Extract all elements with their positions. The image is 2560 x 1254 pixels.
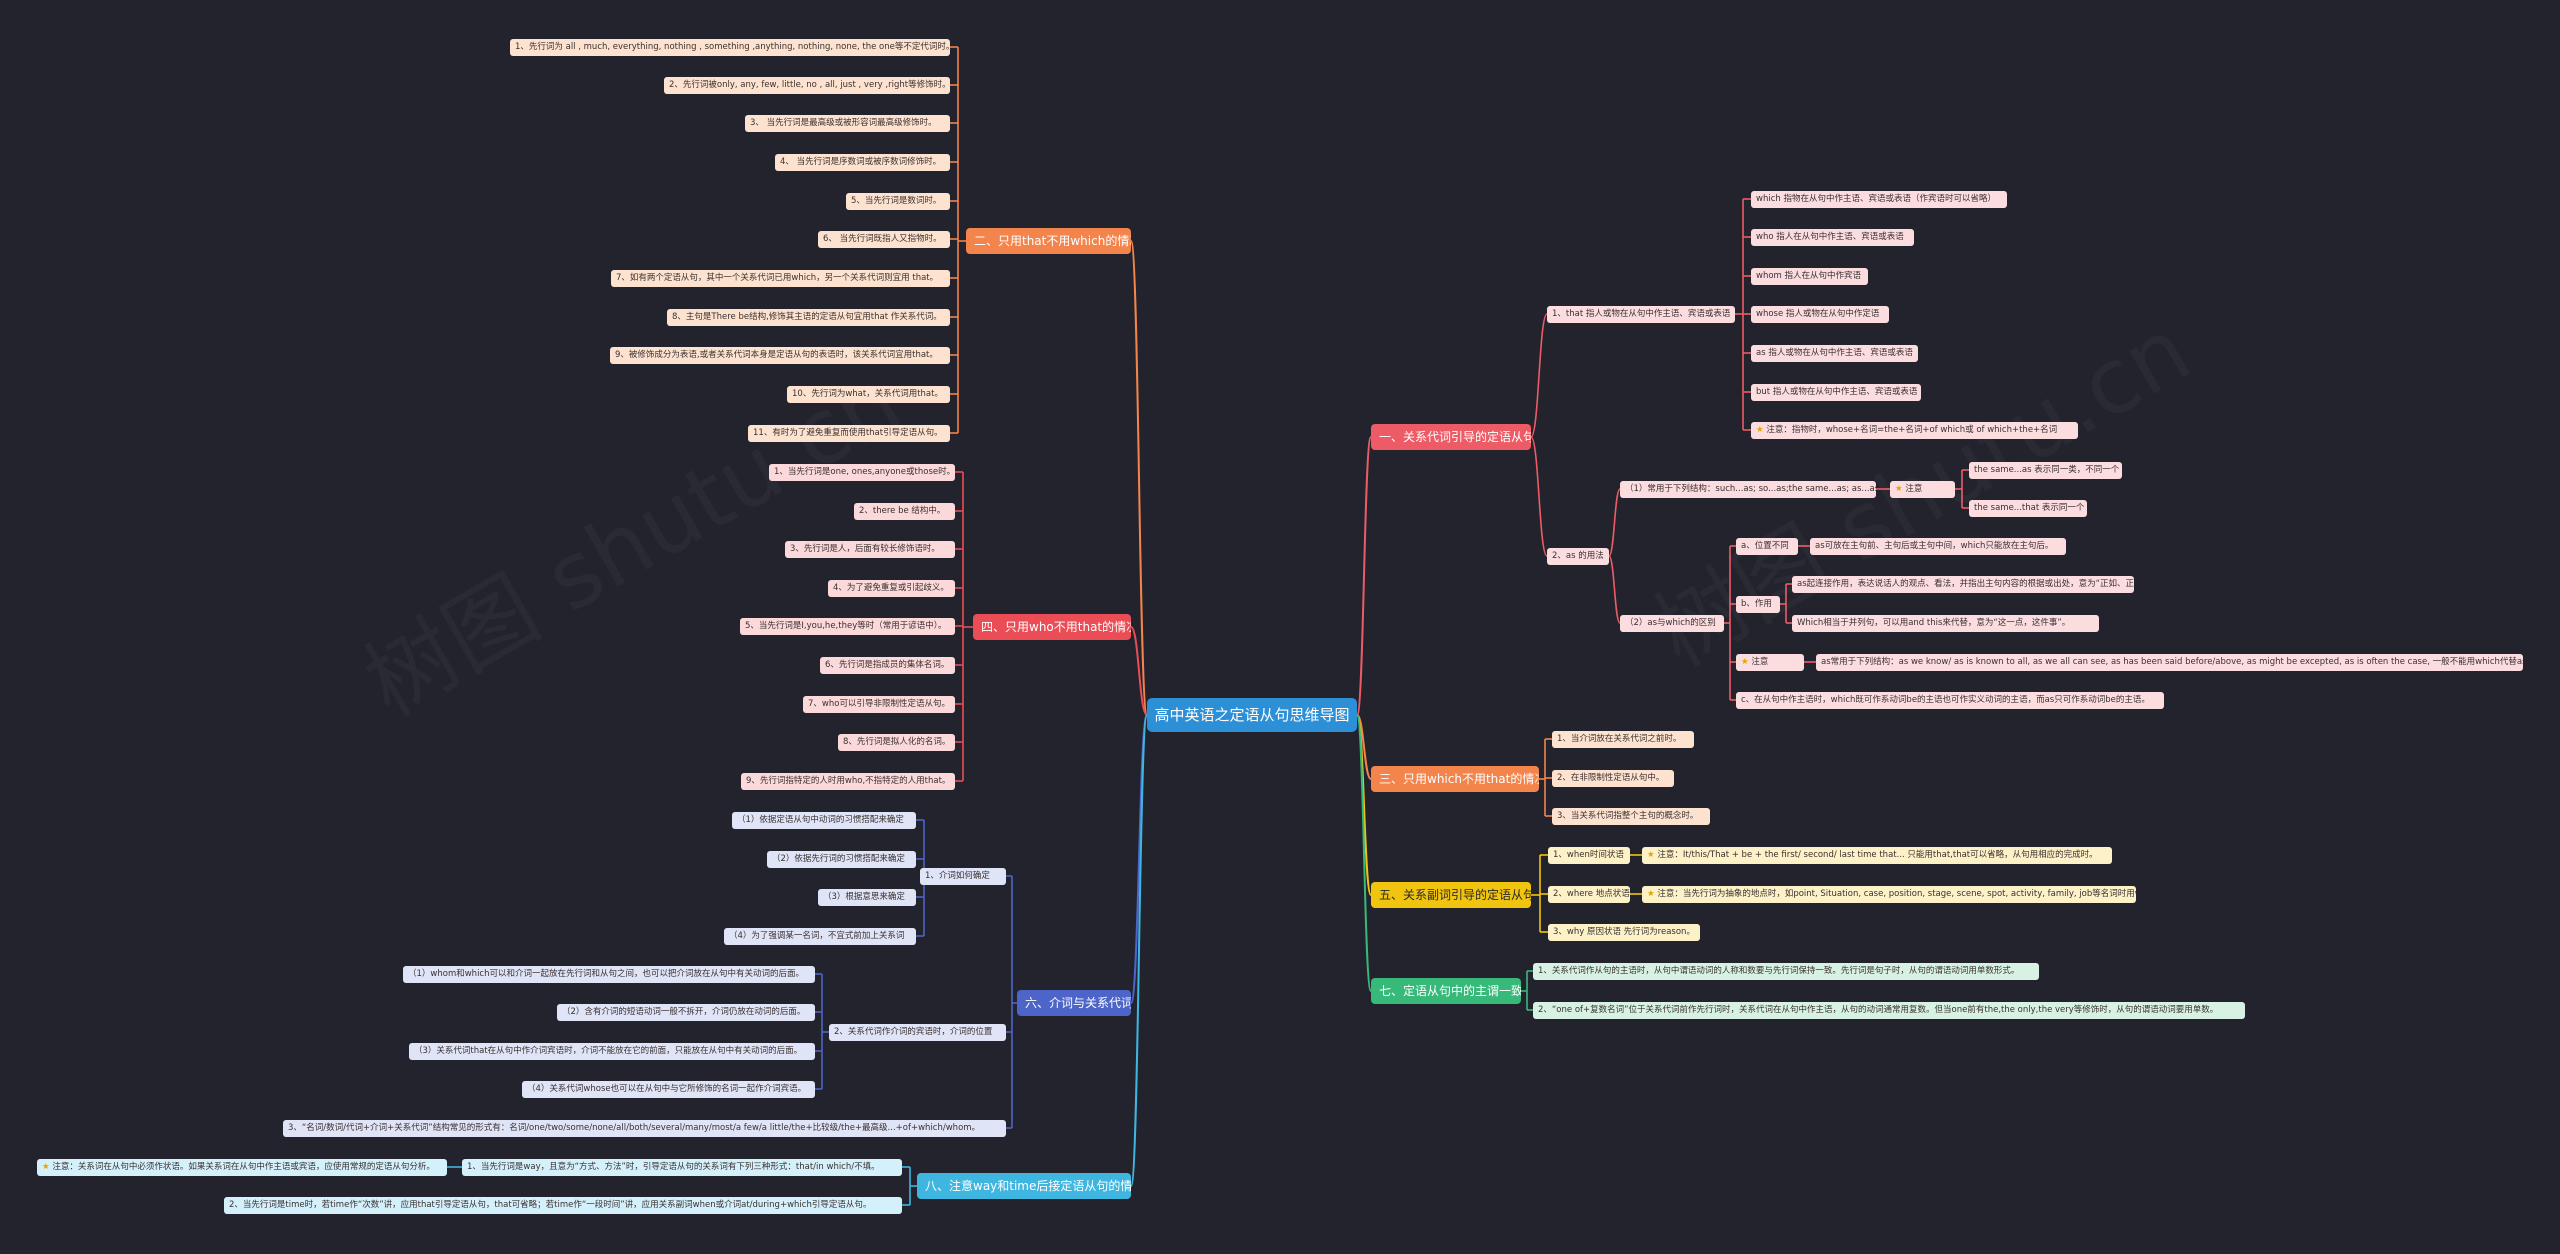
b6-g2-item[interactable]: （3）关系代词that在从句中作介词宾语时，介词不能放在它的前面，只能放在从句中… [409,1043,815,1060]
star-icon: ★ [42,1162,50,1172]
b1-s1-note-text: 注意：指物时，whose+名词=the+名词+of which或 of whic… [1766,425,2058,435]
b1-s2-p1[interactable]: （1）常用于下列结构：such...as; so...as;the same..… [1620,481,1876,498]
b1-s2-p1-item[interactable]: the same...that 表示同一个 [1969,500,2087,517]
branch-4-who-not-that[interactable]: 四、只用who不用that的情况 [973,614,1131,640]
b4-item[interactable]: 1、当先行词是one, ones,anyone或those时。 [769,464,955,481]
connector-line [1130,714,1148,1187]
b2-item[interactable]: 6、 当先行词既指人又指物时。 [818,231,950,248]
connector-line [1130,240,1148,716]
b1-s1[interactable]: 1、that 指人或物在从句中作主语、宾语或表语 [1547,306,1735,323]
b1-s1-item[interactable]: but 指人或物在从句中作主语、宾语或表语 [1751,384,1921,401]
star-icon: ★ [1647,850,1655,860]
branch-3-which-not-that[interactable]: 三、只用which不用that的情况 [1371,766,1539,792]
b1-s2-p2-note-text[interactable]: as常用于下列结构：as we know/ as is known to all… [1816,654,2523,671]
star-icon: ★ [1647,889,1655,899]
b1-s1-item[interactable]: which 指物在从句中作主语、宾语或表语（作宾语时可以省略） [1751,191,2007,208]
b5-item-why[interactable]: 3、why 原因状语 先行词为reason。 [1548,924,1700,941]
branch-8-way-time[interactable]: 八、注意way和time后接定语从句的情况 [917,1173,1131,1199]
connector-line [1356,714,1372,992]
b5-note-when-text: 注意：It/this/That + be + the first/ second… [1657,850,2098,860]
b1-s1-item[interactable]: who 指人在从句中作主语、宾语或表语 [1751,229,1914,246]
b6-group1[interactable]: 1、介词如何确定 [920,868,1006,885]
b4-item[interactable]: 4、为了避免重复或引起歧义。 [828,580,955,597]
root-topic[interactable]: 高中英语之定语从句思维导图 [1147,698,1357,732]
b1-s2-p2-b-item[interactable]: as起连接作用，表达说话人的观点、看法，并指出主句内容的根据或出处，意为“正如、… [1792,576,2134,593]
connector-line [1356,436,1372,716]
b7-item[interactable]: 2、“one of+复数名词”位于关系代词前作先行词时，关系代词在从句中作主语，… [1533,1002,2245,1019]
b1-s2[interactable]: 2、as 的用法 [1547,548,1609,565]
b2-item[interactable]: 8、主句是There be结构,修饰其主语的定语从句宜用that 作关系代词。 [667,309,950,326]
b3-item[interactable]: 2、在非限制性定语从句中。 [1552,770,1674,787]
b6-group2[interactable]: 2、关系代词作介词的宾语时，介词的位置 [829,1024,1006,1041]
b5-note-where-text: 注意：当先行词为抽象的地点时，如point, Situation, case, … [1657,889,2136,899]
branch-6-preposition-relative[interactable]: 六、介词与关系代词 [1017,990,1131,1016]
b1-s2-p2-c[interactable]: c、在从句中作主语时，which既可作系动词be的主语也可作实义动词的主语，而a… [1736,692,2164,709]
b8-note-text: 注意：关系词在从句中必须作状语。如果关系词在从句中作主语或宾语，应使用常规的定语… [52,1162,435,1172]
b4-item[interactable]: 6、先行词是指成员的集体名词。 [820,657,955,674]
b1-s2-p2-note-label: 注意 [1751,657,1769,667]
b1-s2-p2-a[interactable]: a、位置不同 [1736,538,1798,555]
b1-s2-p1-note-text: 注意 [1905,484,1923,494]
connector-line [1530,313,1548,438]
b5-note-when[interactable]: ★ 注意：It/this/That + be + the first/ seco… [1642,847,2112,864]
b1-s2-p2[interactable]: （2）as与which的区别 [1620,615,1724,632]
b4-item[interactable]: 8、先行词是拟人化的名词。 [838,734,955,751]
b6-g1-item[interactable]: （3）根据意思来确定 [818,889,916,906]
branch-1-relative-pronoun[interactable]: 一、关系代词引导的定语从句 [1371,424,1531,450]
b2-item[interactable]: 2、先行词被only, any, few, little, no , all, … [664,77,950,94]
b2-item[interactable]: 4、 当先行词是序数词或被序数词修饰时。 [775,154,950,171]
b1-s2-p2-b-item[interactable]: Which相当于并列句，可以用and this来代替，意为“这一点，这件事”。 [1792,615,2099,632]
star-icon: ★ [1895,484,1903,494]
b3-item[interactable]: 3、当关系代词指整个主句的概念时。 [1552,808,1710,825]
b6-group3[interactable]: 3、“名词/数词/代词+介词+关系代词”结构常见的形式有：名词/one/two/… [283,1120,1006,1137]
b1-s1-item[interactable]: whose 指人或物在从句中作定语 [1751,306,1889,323]
b4-item[interactable]: 5、当先行词是I,you,he,they等时（常用于谚语中）。 [740,618,955,635]
b4-item[interactable]: 3、先行词是人，后面有较长修饰语时。 [785,541,955,558]
b4-item[interactable]: 7、who可以引导非限制性定语从句。 [803,696,955,713]
star-icon: ★ [1741,657,1749,667]
branch-7-agreement[interactable]: 七、定语从句中的主谓一致 [1371,978,1521,1004]
b7-item[interactable]: 1、关系代词作从句的主语时，从句中谓语动词的人称和数要与先行词保持一致。先行词是… [1533,963,2039,980]
b4-item[interactable]: 9、先行词指特定的人时用who,不指特定的人用that。 [741,773,955,790]
b2-item[interactable]: 5、当先行词是数词时。 [846,193,950,210]
b1-s2-p1-note[interactable]: ★ 注意 [1890,481,1955,498]
star-icon: ★ [1756,425,1764,435]
b6-g2-item[interactable]: （1）whom和which可以和介词一起放在先行词和从句之间，也可以把介词放在从… [403,966,815,983]
b6-g1-item[interactable]: （4）为了强调某一名词，不宜式前加上关系词 [724,928,916,945]
b8-item-time[interactable]: 2、当先行词是time时，若time作“次数”讲，应用that引导定语从句，th… [224,1197,902,1214]
b8-note-way[interactable]: ★ 注意：关系词在从句中必须作状语。如果关系词在从句中作主语或宾语，应使用常规的… [37,1159,447,1176]
b1-s2-p2-b[interactable]: b、作用 [1736,596,1780,613]
b2-item[interactable]: 10、先行词为what，关系代词用that。 [787,386,950,403]
b6-g2-item[interactable]: （4）关系代词whose也可以在从句中与它所修饰的名词一起作介词宾语。 [522,1081,815,1098]
b1-s1-item[interactable]: whom 指人在从句中作宾语 [1751,268,1868,285]
b8-item-way[interactable]: 1、当先行词是way，且意为“方式、方法”时，引导定语从句的关系词有下列三种形式… [462,1159,902,1176]
b1-s2-p2-a-text[interactable]: as可放在主句前、主句后或主句中间，which只能放在主句后。 [1810,538,2066,555]
b2-item[interactable]: 7、如有两个定语从句，其中一个关系代词已用which，另一个关系代词则宜用 th… [611,270,950,287]
connector-line [1530,436,1548,557]
connector-line [1608,488,1621,557]
b2-item[interactable]: 3、 当先行词是最高级或被形容词最高级修饰时。 [745,115,950,132]
b1-s2-p2-note[interactable]: ★ 注意 [1736,654,1804,671]
branch-2-that-not-which[interactable]: 二、只用that不用which的情况 [966,228,1131,254]
b6-g1-item[interactable]: （2）依据先行词的习惯搭配来确定 [767,851,916,868]
b2-item[interactable]: 11、有时为了避免重复而使用that引导定语从句。 [748,425,950,442]
connector-line [1130,626,1148,716]
b6-g2-item[interactable]: （2）含有介词的短语动词一般不拆开，介词仍放在动词的后面。 [557,1004,815,1021]
connector-line [1608,555,1621,624]
b5-item-where[interactable]: 2、where 地点状语 [1548,886,1630,903]
b2-item[interactable]: 9、被修饰成分为表语,或者关系代词本身是定语从句的表语时，该关系代词宜用that… [610,347,950,364]
b4-item[interactable]: 2、there be 结构中。 [854,503,955,520]
b5-note-where[interactable]: ★ 注意：当先行词为抽象的地点时，如point, Situation, case… [1642,886,2136,903]
b1-s1-note[interactable]: ★ 注意：指物时，whose+名词=the+名词+of which或 of wh… [1751,422,2078,439]
b2-item[interactable]: 1、先行词为 all , much, everything, nothing ,… [510,39,950,56]
b6-g1-item[interactable]: （1）依据定语从句中动词的习惯搭配来确定 [732,812,916,829]
b1-s1-item[interactable]: as 指人或物在从句中作主语、宾语或表语 [1751,345,1918,362]
branch-5-relative-adverb[interactable]: 五、关系副词引导的定语从句 [1371,882,1531,908]
b1-s2-p1-item[interactable]: the same...as 表示同一类，不同一个 [1969,462,2122,479]
b5-item-when[interactable]: 1、when时间状语 [1548,847,1630,864]
b3-item[interactable]: 1、当介词放在关系代词之前时。 [1552,731,1694,748]
